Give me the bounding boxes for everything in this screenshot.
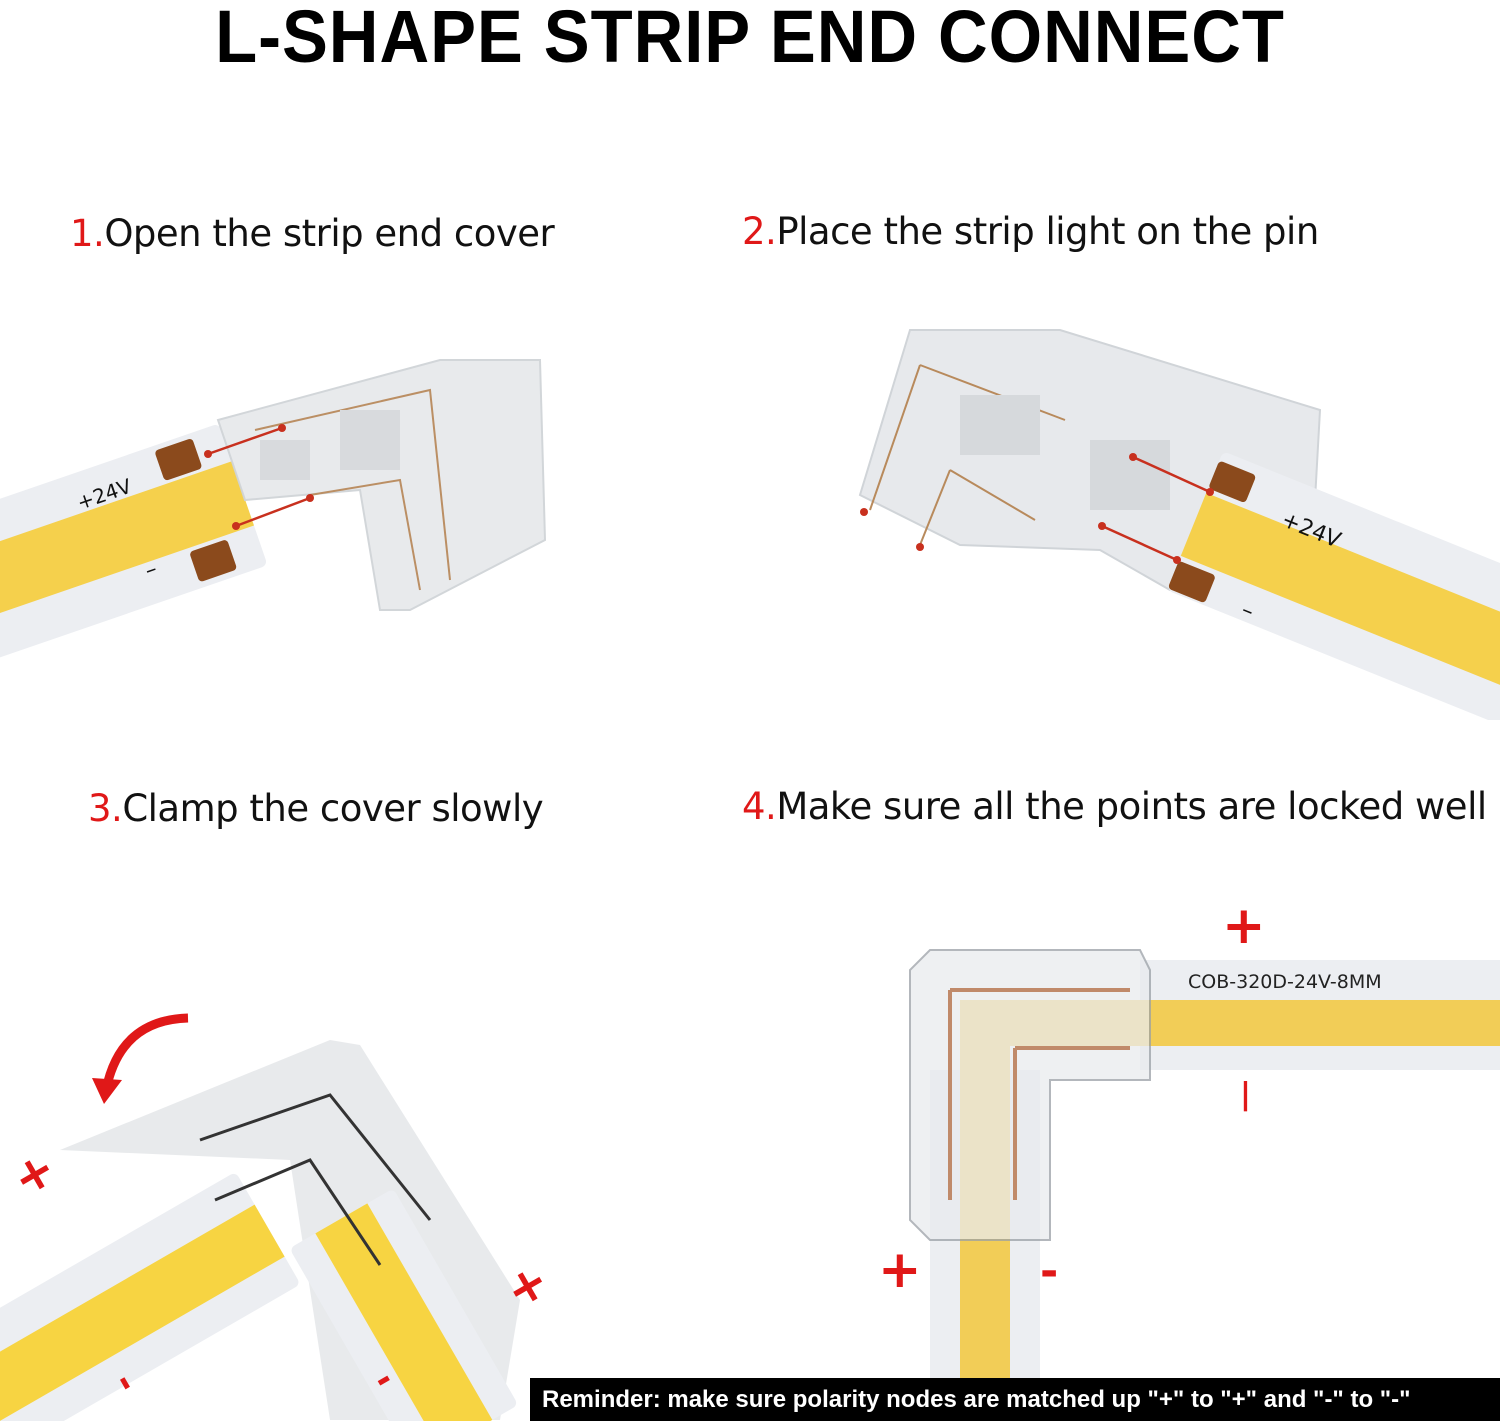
step-number: 4. <box>742 785 777 828</box>
step-4-illustration: COB-320D-24V-8MM <box>909 949 1500 1380</box>
strip-model-label: COB-320D-24V-8MM <box>1188 971 1382 993</box>
page-title: L-SHAPE STRIP END CONNECT <box>215 0 1285 78</box>
step-2-illustration: +24V – <box>858 329 1500 720</box>
minus-marker: | <box>1240 1077 1251 1112</box>
step-3-illustration <box>0 1013 520 1421</box>
reminder-banner: Reminder: make sure polarity nodes are m… <box>530 1378 1500 1421</box>
step-4-heading: 4.Make sure all the points are locked we… <box>742 785 1487 828</box>
step-number: 2. <box>742 210 777 253</box>
step-2-heading: 2.Place the strip light on the pin <box>742 210 1319 253</box>
step-number: 1. <box>70 212 105 255</box>
step-text: Clamp the cover slowly <box>122 787 544 830</box>
step-number: 3. <box>88 787 123 830</box>
plus-marker: + <box>1222 896 1266 956</box>
step-3-heading: 3.Clamp the cover slowly <box>88 787 544 830</box>
rotate-arrow-icon <box>101 1013 189 1091</box>
step-text: Open the strip end cover <box>104 212 555 255</box>
plus-marker: + <box>878 1240 922 1300</box>
step-1-illustration: +24V – <box>0 359 547 668</box>
step-text: Place the strip light on the pin <box>776 210 1319 253</box>
minus-marker: - <box>1040 1246 1059 1297</box>
step-1-heading: 1.Open the strip end cover <box>70 212 555 255</box>
step-text: Make sure all the points are locked well <box>776 785 1487 828</box>
